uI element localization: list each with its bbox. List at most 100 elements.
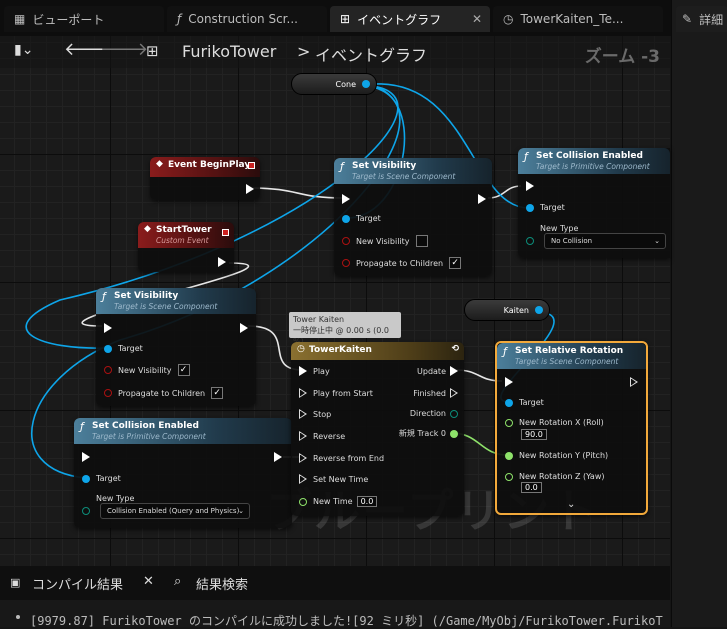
reverse-pin[interactable]: Reverse xyxy=(299,431,345,441)
tab-label: Construction Scr... xyxy=(188,12,298,26)
close-icon[interactable]: ✕ xyxy=(143,574,154,589)
console-icon: ▣ xyxy=(10,576,21,589)
collision-type-dropdown[interactable]: Collision Enabled (Query and Physics)⌄ xyxy=(100,503,250,519)
play-from-start-pin[interactable]: Play from Start xyxy=(299,388,373,398)
function-icon: ƒ xyxy=(503,345,507,358)
event-icon: ◆ xyxy=(144,224,151,234)
exec-out-pin[interactable] xyxy=(478,194,486,204)
collision-type-dropdown[interactable]: No Collision⌄ xyxy=(544,233,666,249)
propagate-pin[interactable]: Propagate to Children✓ xyxy=(104,387,224,399)
exec-out-pin[interactable] xyxy=(630,377,638,387)
set-new-time-pin[interactable]: Set New Time xyxy=(299,474,368,484)
roll-pin[interactable]: New Rotation X (Roll) xyxy=(505,418,604,427)
tab-label: 詳細 xyxy=(699,12,724,27)
tab-label: TowerKaiten_Te... xyxy=(520,12,624,26)
tab-timeline[interactable]: ◷ TowerKaiten_Te... xyxy=(493,6,663,32)
pin-label: Target xyxy=(356,214,381,223)
kaiten-variable-node[interactable]: Kaiten xyxy=(464,299,550,321)
update-pin[interactable]: Update xyxy=(417,366,458,376)
output-pin[interactable] xyxy=(362,80,370,88)
stop-pin[interactable]: Stop xyxy=(299,409,331,419)
node-title: Set Collision Enabled xyxy=(536,151,643,161)
target-pin[interactable]: Target xyxy=(104,344,143,353)
track-pin[interactable]: 新規 Track 0 xyxy=(399,428,458,439)
tab-viewport[interactable]: ▦ビューポート xyxy=(4,6,164,32)
exec-out-pin[interactable] xyxy=(240,323,248,333)
pin-label: New Visibility xyxy=(356,236,410,246)
exec-out-pin[interactable] xyxy=(218,257,226,267)
timeline-icon: ◷ xyxy=(503,12,514,26)
pin-label: Propagate to Children xyxy=(356,258,444,268)
forward-arrow-icon[interactable]: 🡒 xyxy=(100,39,149,60)
bookmark-icon[interactable]: ▮⌄ xyxy=(14,42,34,58)
chevron-down-icon[interactable]: ⌄ xyxy=(567,499,576,510)
delegate-pin[interactable] xyxy=(248,162,255,169)
tower-kaiten-timeline-node[interactable]: ◷TowerKaiten⟲ Play Play from Start Stop … xyxy=(291,342,464,516)
graph-icon: ⊞ xyxy=(340,12,351,26)
function-icon: ƒ xyxy=(102,290,106,303)
tab-details[interactable]: ✎ 詳細 xyxy=(676,6,727,32)
propagate-pin[interactable]: Propagate to Children ✓ xyxy=(342,257,462,269)
visibility-checkbox[interactable]: ✓ xyxy=(177,364,190,376)
exec-in-pin[interactable] xyxy=(342,194,356,204)
cone-variable-node[interactable]: Cone xyxy=(291,73,377,95)
chevron-down-icon: ⌄ xyxy=(238,507,244,515)
new-type-pin[interactable] xyxy=(82,507,96,515)
node-title: StartTower xyxy=(156,225,212,235)
close-icon[interactable]: ✕ xyxy=(471,12,482,26)
roll-input[interactable]: 90.0 xyxy=(521,429,547,440)
event-beginplay-node[interactable]: ◆Event BeginPlay xyxy=(150,157,260,200)
pin-label: Reverse xyxy=(313,431,346,441)
exec-in-pin[interactable] xyxy=(104,323,118,333)
output-pin[interactable] xyxy=(535,306,543,314)
target-pin[interactable]: Target xyxy=(526,203,565,212)
exec-in-pin[interactable] xyxy=(82,452,96,462)
visibility-checkbox[interactable] xyxy=(415,235,428,247)
breadcrumb-asset[interactable]: FurikoTower xyxy=(182,42,277,61)
exec-in-pin[interactable] xyxy=(505,377,519,387)
target-pin[interactable]: Target xyxy=(342,214,381,223)
pencil-icon: ✎ xyxy=(682,12,693,26)
pitch-pin[interactable]: New Rotation Y (Pitch) xyxy=(505,451,608,460)
propagate-checkbox[interactable]: ✓ xyxy=(211,387,224,399)
yaw-input[interactable]: 0.0 xyxy=(521,482,542,493)
play-pin[interactable]: Play xyxy=(299,366,330,376)
propagate-checkbox[interactable]: ✓ xyxy=(449,257,462,269)
pin-label: Play xyxy=(313,366,330,376)
new-time-input[interactable]: 0.0 xyxy=(356,496,378,507)
node-subtitle: Target is Primitive Component xyxy=(92,432,206,441)
exec-out-pin[interactable] xyxy=(274,452,282,462)
target-pin[interactable]: Target xyxy=(505,398,544,407)
breadcrumb-graph[interactable]: イベントグラフ xyxy=(315,46,428,65)
dropdown-value: Collision Enabled (Query and Physics) xyxy=(107,507,240,515)
comment-line: 一時停止中 @ 0.00 s (0.0 %) xyxy=(293,326,389,346)
reverse-from-end-pin[interactable]: Reverse from End xyxy=(299,453,384,463)
new-visibility-pin[interactable]: New Visibility✓ xyxy=(104,364,190,376)
tab-event-graph[interactable]: ⊞イベントグラフ ✕ xyxy=(330,6,490,32)
delegate-pin[interactable] xyxy=(222,229,229,236)
tab-compile-results[interactable]: コンパイル結果 xyxy=(32,578,124,593)
exec-out-pin[interactable] xyxy=(246,184,254,194)
node-label: Cone xyxy=(335,79,356,89)
finished-pin[interactable]: Finished xyxy=(413,388,458,398)
exec-in-pin[interactable] xyxy=(526,181,540,191)
yaw-pin[interactable]: New Rotation Z (Yaw) xyxy=(505,472,605,481)
new-visibility-pin[interactable]: New Visibility xyxy=(342,235,428,247)
back-arrow-icon[interactable]: 🡐 xyxy=(64,39,113,60)
node-title: TowerKaiten xyxy=(309,345,372,355)
tab-find-results[interactable]: 結果検索 xyxy=(196,578,249,593)
pin-label: Set New Time xyxy=(313,474,369,484)
new-type-pin[interactable] xyxy=(526,237,540,245)
direction-pin[interactable]: Direction xyxy=(410,409,458,418)
target-pin[interactable]: Target xyxy=(82,474,121,483)
